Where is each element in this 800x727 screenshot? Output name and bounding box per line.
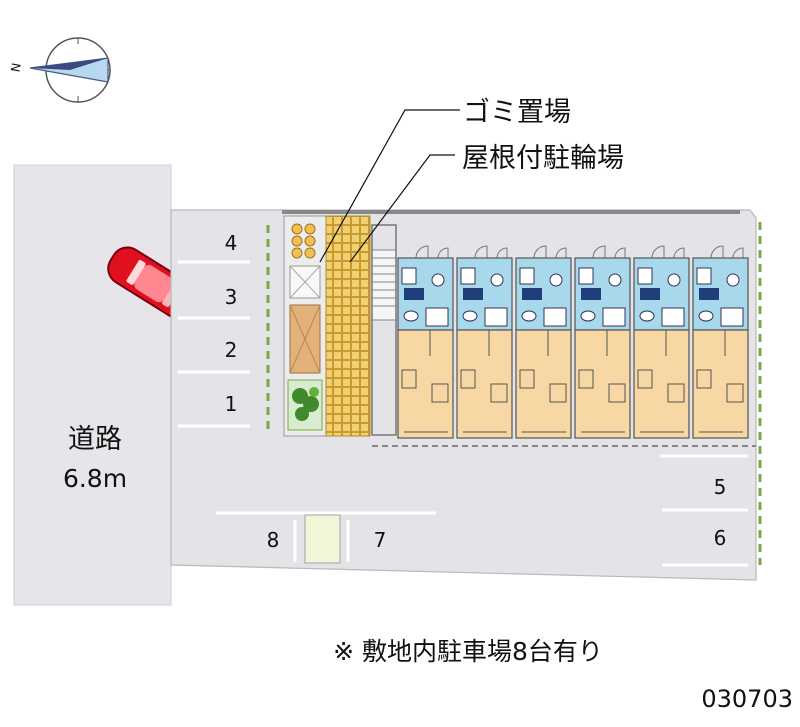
leader-line-garbage <box>319 109 460 263</box>
apartment-unit <box>397 245 454 439</box>
parking-stall-lines <box>178 260 748 567</box>
apartment-building <box>397 245 749 439</box>
parking-number-3: 3 <box>225 285 238 309</box>
planting-block <box>304 514 341 564</box>
parking-number-7: 7 <box>374 528 387 552</box>
parking-number-4: 4 <box>225 231 238 255</box>
tree-icon <box>292 387 319 421</box>
apartment-unit <box>574 245 631 439</box>
footnote: ※ 敷地内駐車場8台有り <box>333 637 603 666</box>
apartment-unit <box>633 245 690 439</box>
parking-number-5: 5 <box>714 475 727 499</box>
bike-label: 屋根付駐輪場 <box>462 143 624 174</box>
compass-north-label: N <box>8 62 23 73</box>
property-code: 030703 <box>701 685 793 713</box>
bins-icon <box>291 223 316 259</box>
fence <box>266 222 762 565</box>
compass-icon: N <box>8 37 111 103</box>
parking-number-6: 6 <box>714 526 727 550</box>
garbage-box-cross <box>289 265 321 299</box>
road-name-label: 道路 <box>68 424 122 455</box>
apartment-unit <box>456 245 513 439</box>
parking-number-1: 1 <box>225 392 238 416</box>
road <box>13 164 172 606</box>
apartment-unit <box>515 245 572 439</box>
bike-parking <box>325 215 371 437</box>
parking-number-8: 8 <box>267 528 280 552</box>
road-width-label: 6.8m <box>63 464 127 493</box>
garbage-label: ゴミ置場 <box>463 97 571 128</box>
parking-number-2: 2 <box>225 338 238 362</box>
storage-box-cross <box>289 304 321 374</box>
apartment-unit <box>692 245 749 439</box>
staircase <box>371 249 397 321</box>
leader-line-bike <box>349 154 455 263</box>
